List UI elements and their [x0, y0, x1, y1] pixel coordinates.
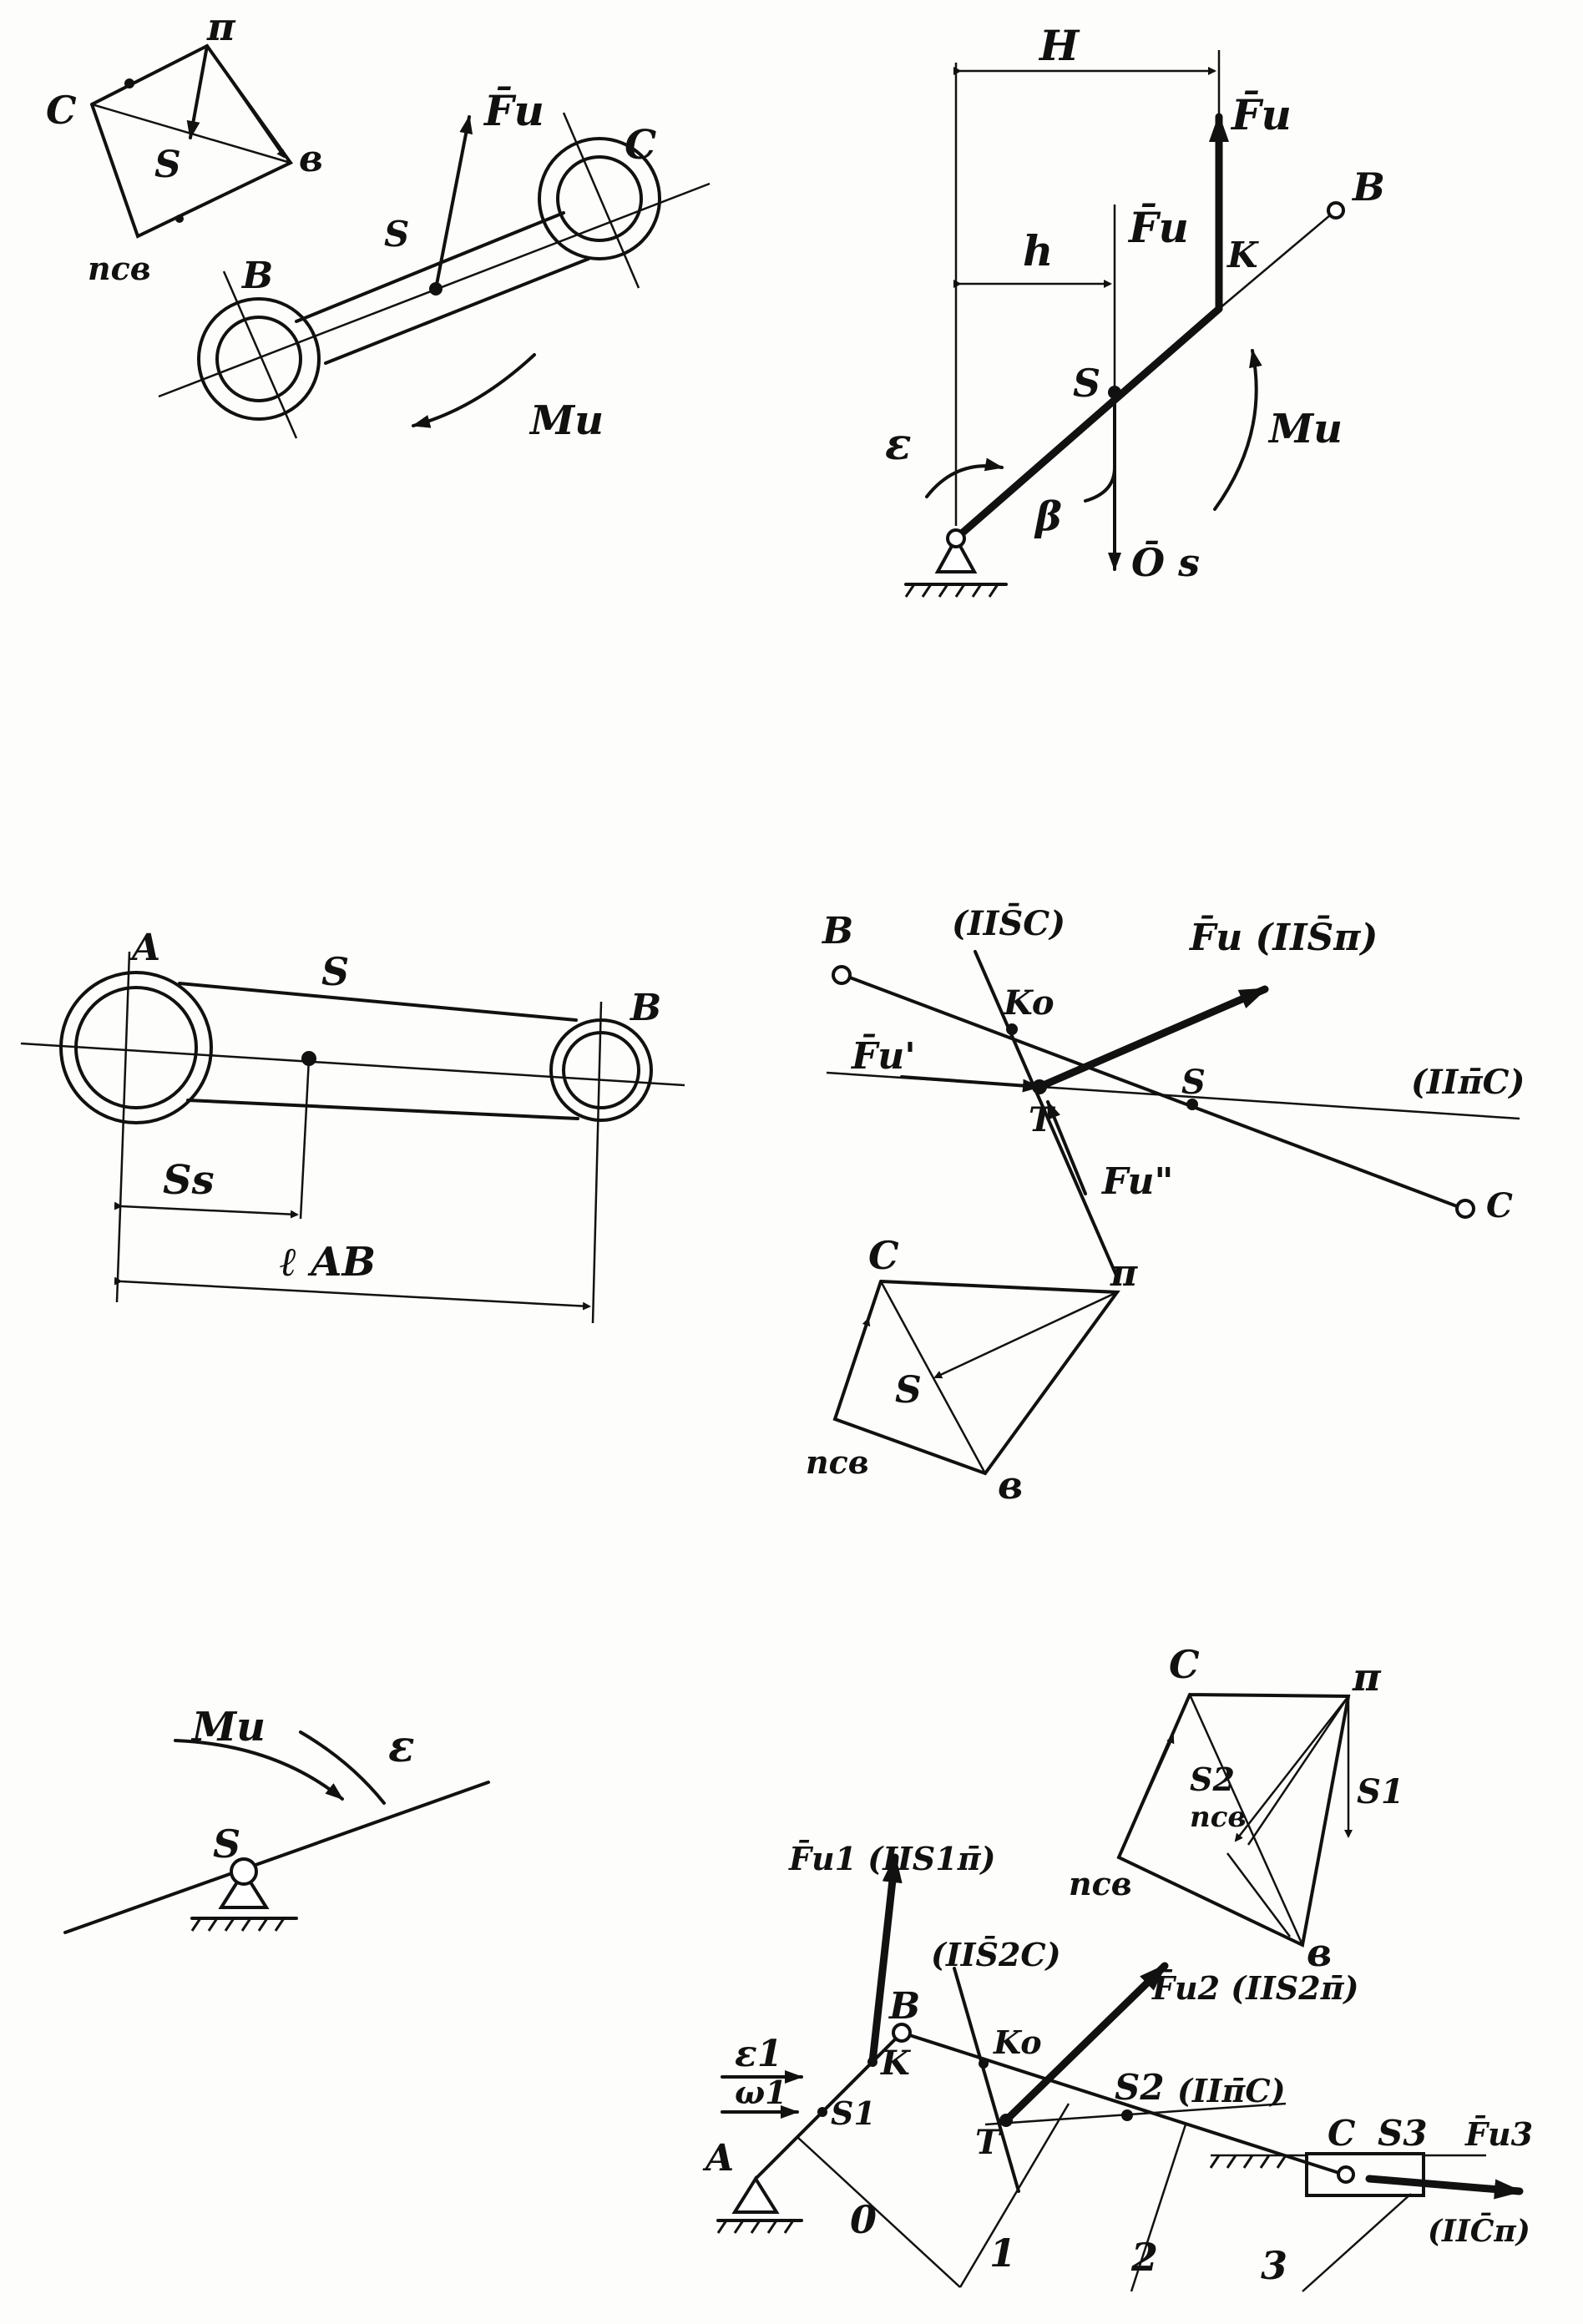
figure-5-pivoted-link: Mu ε S: [63, 1704, 490, 1934]
fig6-omega1-label: ω1: [735, 2074, 787, 2111]
fig4-s-label: S: [1181, 1063, 1206, 1102]
fig4-sc-label: (IIS̄C): [952, 904, 1065, 943]
fig6-cpi-label: (IIC̄π): [1428, 2212, 1530, 2249]
fig2-k-label: K: [1226, 235, 1259, 275]
fig3-a-label: A: [129, 927, 160, 969]
fig4-fu1-label: F̄u': [850, 1033, 916, 1078]
fig4-poly-c-label: C: [868, 1233, 899, 1278]
fig4-poly-pi-label: π: [1110, 1252, 1138, 1295]
fig6-pic-label: (IIπ̄C): [1177, 2072, 1286, 2109]
fig4-acceleration-polygon: [832, 1280, 1120, 1476]
fig5-mu-label: Mu: [190, 1704, 266, 1751]
fig6-link-0-label: 0: [850, 2197, 877, 2242]
fig2-fu-top-label: F̄u: [1230, 89, 1292, 139]
fig6-fu2-label: F̄u2 (IIS2π̄): [1151, 1969, 1358, 2007]
fig3-ss-label: Ss: [163, 1157, 215, 1204]
fig6-a-label: A: [702, 2137, 734, 2180]
fig4-fu-label: F̄u (IIS̄π): [1188, 914, 1378, 959]
fig4-poly-b-label: в: [998, 1463, 1023, 1508]
fig6-s3-label: S3: [1378, 2113, 1428, 2154]
fig2-s-label: S: [1073, 361, 1100, 406]
fig1-mu-label: Mu: [529, 397, 604, 444]
fig6-c-label: C: [1328, 2113, 1356, 2154]
fig6-link-3-label: 3: [1261, 2243, 1287, 2288]
fig2-b-label: B: [1351, 164, 1385, 210]
fig6-ko-label: Ko: [993, 2023, 1042, 2061]
fig6-poly-b-label: в: [1307, 1930, 1332, 1975]
figure-6-slider-crank: C π S2 nсв S1 nсв в F̄u1 (IIS1π̄) B (IIS…: [702, 1642, 1533, 2292]
fig1-link-body: F̄u S B C Mu: [158, 85, 711, 444]
fig1-poly-label-pi: π: [206, 4, 236, 49]
fig6-fu3-label: F̄u3: [1464, 2115, 1533, 2153]
fig1-acceleration-polygon: C π S в nсв: [46, 4, 323, 287]
fig2-eps-label: ε: [885, 419, 912, 470]
fig2-fu-mid-label: F̄u: [1127, 202, 1189, 252]
fig6-poly-ncb-label: nсв: [1069, 1865, 1132, 1902]
fig6-acceleration-polygon: [1116, 1693, 1353, 1948]
fig4-poly-ncb-label: nсв: [806, 1443, 869, 1481]
fig3-b-label: B: [629, 987, 661, 1029]
fig1-s-label: S: [384, 214, 409, 255]
fig6-k-label: K: [880, 2044, 912, 2083]
fig2-beta-label: β: [1034, 493, 1062, 540]
figure-4-force-decomposition: B (IIS̄C) F̄u (IIS̄π) Ko F̄u' S (IIπ̄C) …: [806, 904, 1525, 1508]
fig4-t-label: T: [1029, 1100, 1056, 1139]
fig6-b-label: B: [888, 1985, 920, 2028]
fig6-s2-label: S2: [1115, 2067, 1165, 2108]
fig6-link-1-label: 1: [989, 2231, 1016, 2276]
fig6-eps1-label: ε1: [735, 2033, 782, 2075]
fig6-poly-ncb-inner-label: nсв: [1190, 1801, 1247, 1834]
figure-3-rod-dimensions: A S B Ss ℓ AB: [20, 927, 685, 1324]
fig4-pic-label: (IIπ̄C): [1411, 1063, 1525, 1102]
fig3-s-label: S: [321, 949, 349, 994]
fig6-poly-pi-label: π: [1352, 1655, 1382, 1700]
fig4-fu2-label: Fu": [1100, 1160, 1173, 1203]
fig4-c-label: C: [1486, 1186, 1513, 1225]
fig4-ko-label: Ko: [1003, 983, 1054, 1023]
fig1-fu-label: F̄u: [483, 85, 544, 135]
fig6-poly-s1-label: S1: [1357, 1772, 1404, 1811]
fig6-s2c-label: (IIS̄2C): [931, 1936, 1061, 1973]
fig6-fu1-label: F̄u1 (IIS1π̄): [788, 1840, 995, 1877]
figure-1-connecting-rod: C π S в nсв F̄u S B C Mu: [46, 4, 711, 444]
fig2-os-label: Ō s: [1131, 540, 1200, 585]
fig5-s-label: S: [213, 1821, 240, 1867]
fig2-mu-label: Mu: [1267, 406, 1343, 452]
fig6-s1-label: S1: [831, 2094, 876, 2132]
fig1-poly-label-b: в: [299, 138, 323, 180]
fig1-poly-label-ncb: nсв: [88, 250, 151, 287]
fig6-poly-s2-label: S2: [1190, 1761, 1235, 1798]
figure-2-crank-link: H h F̄u F̄u B K S ε β Ō s Mu: [885, 21, 1385, 598]
fig5-eps-label: ε: [388, 1721, 415, 1772]
fig1-b-label: B: [240, 255, 273, 297]
fig6-t-label: T: [975, 2123, 1003, 2162]
fig4-poly-s-label: S: [895, 1369, 922, 1412]
fig1-poly-label-c: C: [46, 88, 77, 133]
fig6-poly-c-label: C: [1169, 1642, 1200, 1687]
fig4-b-label: B: [821, 910, 853, 952]
fig3-lab-label: ℓ AB: [280, 1239, 376, 1286]
fig2-H-label: H: [1038, 21, 1080, 70]
fig2-h-label: h: [1023, 226, 1053, 275]
fig1-poly-label-s: S: [154, 144, 181, 186]
fig1-c-label: C: [625, 122, 656, 169]
fig6-link-2-label: 2: [1130, 2235, 1158, 2280]
